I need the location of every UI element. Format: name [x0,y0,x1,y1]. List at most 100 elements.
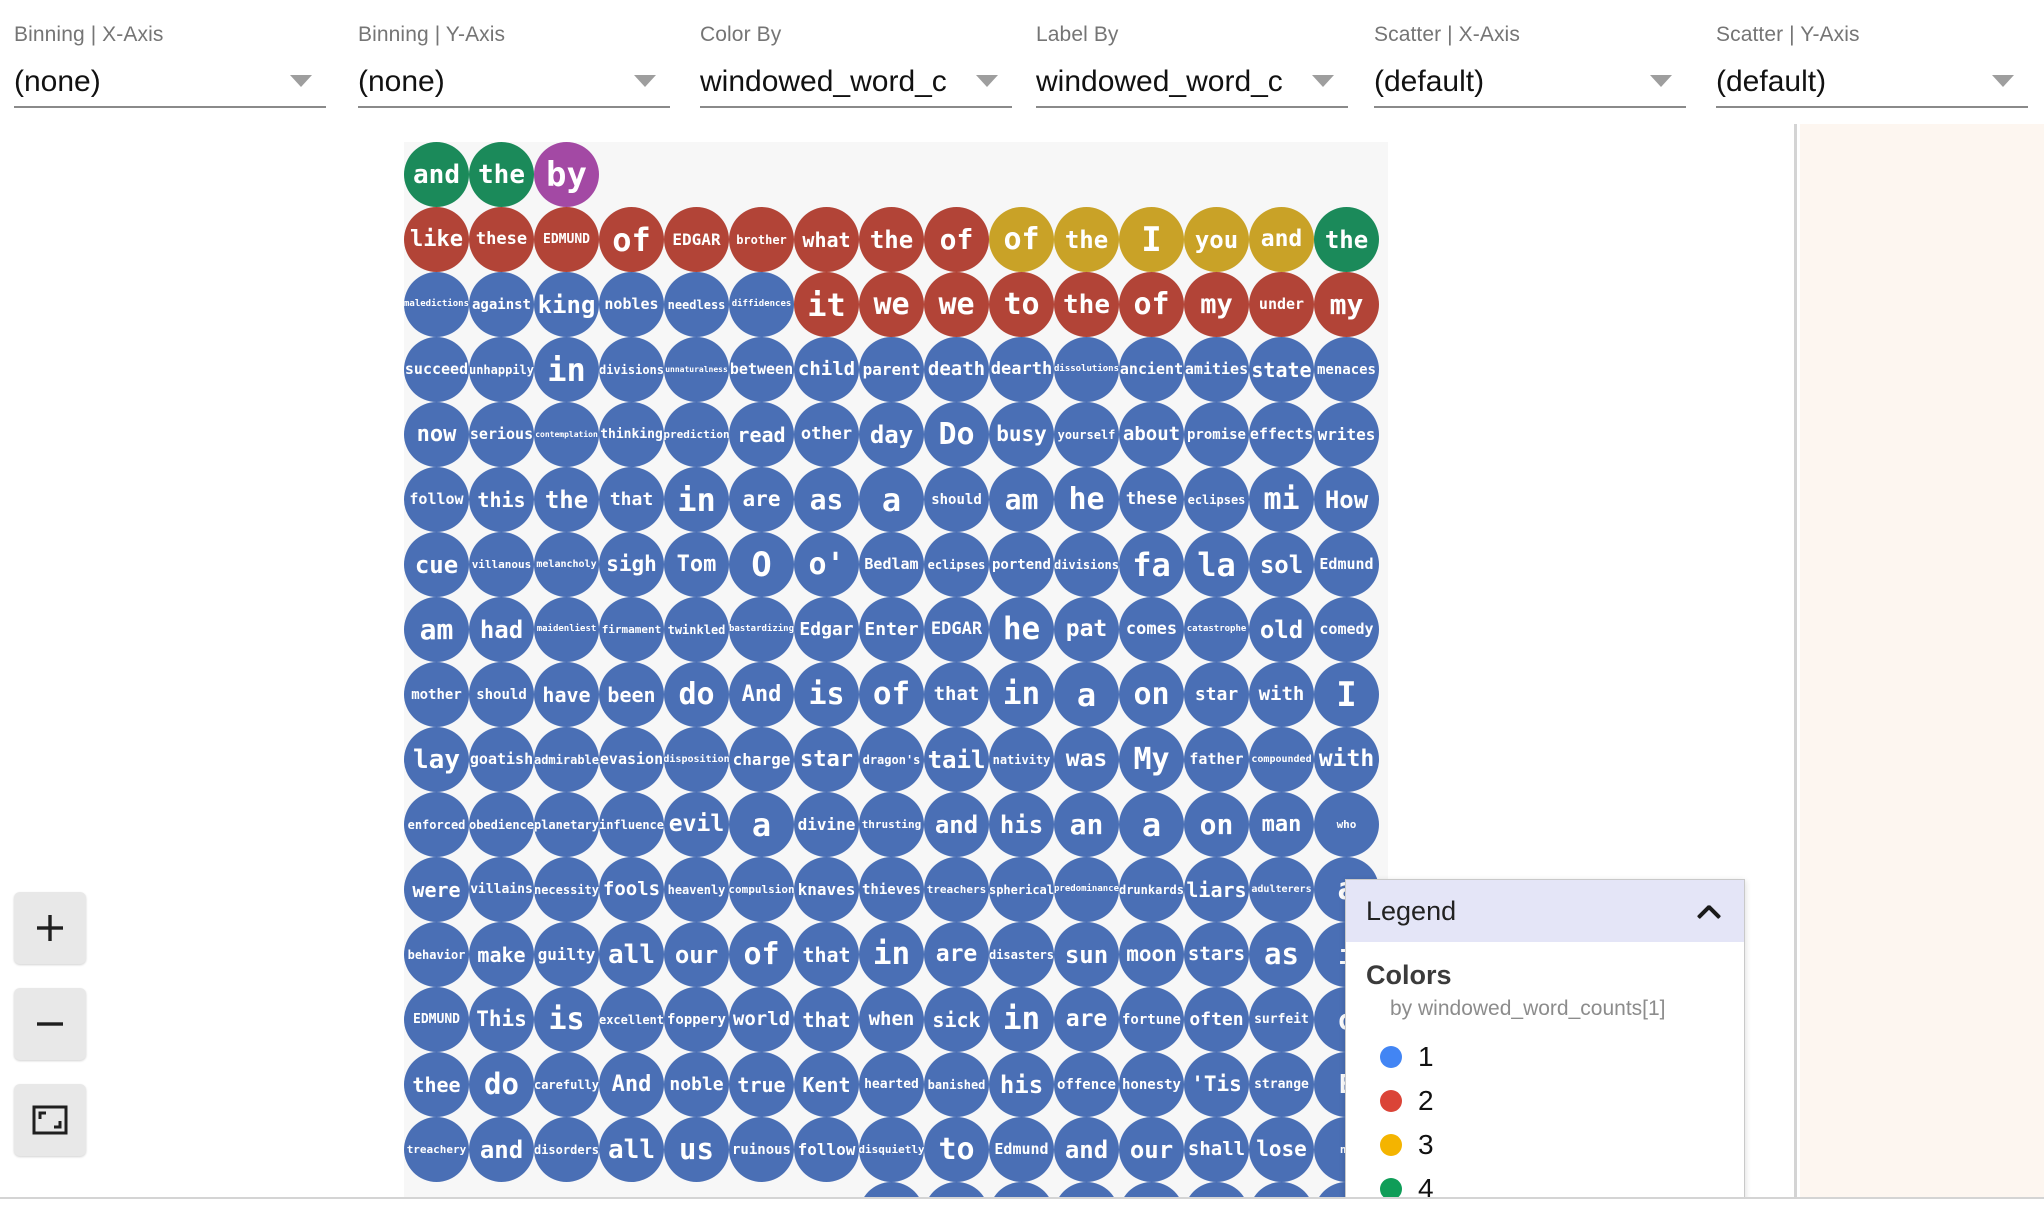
bubble[interactable]: evasion [599,727,664,792]
bubble[interactable]: fools [599,857,664,922]
bubble[interactable]: dissolutions [1054,337,1119,402]
bubble[interactable]: effects [1249,402,1314,467]
bubble[interactable]: fa [1119,532,1184,597]
bubble[interactable]: O [729,532,794,597]
bubble[interactable]: sol [1249,532,1314,597]
bubble[interactable]: on [1119,662,1184,727]
bubble[interactable]: the [1054,272,1119,337]
bubble[interactable]: are [924,922,989,987]
bubble[interactable]: planetary [534,792,599,857]
bubble[interactable]: we [924,272,989,337]
bubble[interactable]: promise [1184,402,1249,467]
bubble[interactable]: now [404,402,469,467]
bubble[interactable]: eclipses [924,532,989,597]
bubble[interactable] [924,1182,989,1197]
bubble[interactable]: thieves [859,857,924,922]
bubble[interactable]: all [599,1117,664,1182]
bubble[interactable]: pat [1054,597,1119,662]
bubble[interactable]: unhappily [469,337,534,402]
binning-y-axis[interactable]: Binning | Y-Axis(none) [358,0,670,108]
bubble[interactable] [859,1182,924,1197]
bubble[interactable]: old [1249,597,1314,662]
bubble[interactable]: were [404,857,469,922]
bubble[interactable] [989,1182,1054,1197]
bubble[interactable]: And [729,662,794,727]
bubble[interactable]: stars [1184,922,1249,987]
bubble[interactable]: and [1249,207,1314,272]
bubble[interactable]: these [1119,467,1184,532]
legend-header[interactable]: Legend [1346,880,1744,942]
bubble[interactable]: Edgar [794,597,859,662]
bubble[interactable]: contemplation [534,402,599,467]
bubble[interactable]: in [664,467,729,532]
bubble[interactable]: of [989,207,1054,272]
bubble[interactable]: should [924,467,989,532]
bubble[interactable]: goatish [469,727,534,792]
bubble[interactable]: sick [924,987,989,1052]
bubble[interactable]: like [404,207,469,272]
zoom-in-button[interactable] [14,892,86,964]
bubble[interactable]: Edmund [989,1117,1054,1182]
bubble[interactable]: about [1119,402,1184,467]
bubble[interactable]: this [469,467,534,532]
color-by-field[interactable]: windowed_word_c [700,58,1012,108]
bubble[interactable]: the [469,142,534,207]
bubble[interactable]: these [469,207,534,272]
bubble[interactable]: moon [1119,922,1184,987]
bubble[interactable]: as [1249,922,1314,987]
bubble[interactable]: child [794,337,859,402]
bubble[interactable]: lose [1249,1117,1314,1182]
bubble[interactable]: villains [469,857,534,922]
bubble[interactable]: Tom [664,532,729,597]
bubble[interactable] [1119,1182,1184,1197]
bubble[interactable]: a [859,467,924,532]
bubble[interactable]: the [859,207,924,272]
bubble[interactable]: between [729,337,794,402]
legend-item[interactable]: 3 [1366,1123,1724,1167]
bubble[interactable]: of [924,207,989,272]
bubble[interactable]: surfeit [1249,987,1314,1052]
bubble[interactable]: carefully [534,1052,599,1117]
bubble[interactable]: that [924,662,989,727]
bubble[interactable]: drunkards [1119,857,1184,922]
bubble[interactable]: divine [794,792,859,857]
bubble[interactable]: am [404,597,469,662]
bubble[interactable]: he [989,597,1054,662]
bubble[interactable]: This [469,987,534,1052]
bubble[interactable]: man [1249,792,1314,857]
chevron-down-icon[interactable] [1312,75,1334,87]
bubble[interactable]: a [1119,792,1184,857]
bubble[interactable]: influence [599,792,664,857]
bubble[interactable]: And [599,1052,664,1117]
bubble[interactable]: the [534,467,599,532]
bubble[interactable]: you [1184,207,1249,272]
bubble[interactable]: and [924,792,989,857]
chevron-down-icon[interactable] [976,75,998,87]
chevron-down-icon[interactable] [1992,75,2014,87]
bubble[interactable]: enforced [404,792,469,857]
bubble[interactable]: as [794,467,859,532]
bubble[interactable]: shall [1184,1117,1249,1182]
bubble[interactable]: of [729,922,794,987]
bubble[interactable]: menaces [1314,337,1379,402]
bubble[interactable]: evil [664,792,729,857]
bubble[interactable]: catastrophe [1184,597,1249,662]
bubble[interactable]: dragon's [859,727,924,792]
bubble[interactable]: that [794,922,859,987]
bubble[interactable]: divisions [1054,532,1119,597]
chevron-up-icon[interactable] [1696,903,1722,919]
bubble[interactable] [1054,1182,1119,1197]
bubble[interactable]: death [924,337,989,402]
bubble[interactable]: mother [404,662,469,727]
bubble[interactable]: and [1054,1117,1119,1182]
bubble[interactable]: strange [1249,1052,1314,1117]
bubble[interactable]: world [729,987,794,1052]
bubble[interactable]: sun [1054,922,1119,987]
bubble[interactable]: fortune [1119,987,1184,1052]
bubble[interactable]: father [1184,727,1249,792]
bubble[interactable]: is [794,662,859,727]
